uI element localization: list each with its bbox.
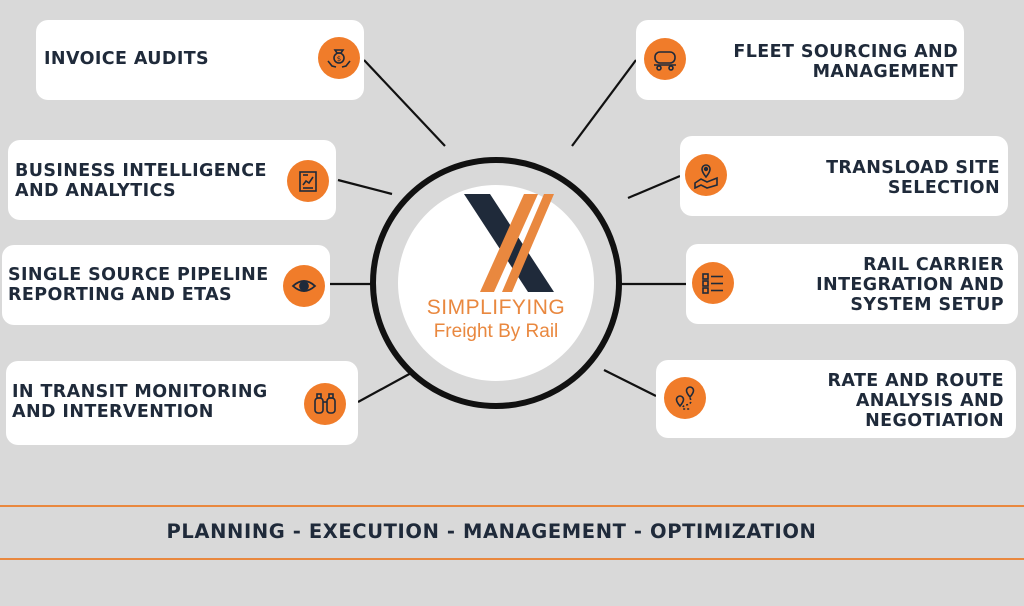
map-pin-icon — [685, 154, 727, 196]
service-label: INVOICE AUDITS — [44, 49, 210, 69]
connector-transload — [627, 174, 681, 200]
footer-top-rule — [0, 505, 1024, 507]
hub-subtitle: Freight By Rail — [433, 321, 559, 342]
service-label: SINGLE SOURCE PIPELINE REPORTING AND ETA… — [8, 265, 269, 305]
checklist-icon — [692, 262, 734, 304]
service-label: TRANSLOAD SITE SELECTION — [826, 158, 1000, 198]
binoculars-icon — [304, 383, 346, 425]
analytics-report-icon — [287, 160, 329, 202]
service-card-rail-carrier: RAIL CARRIER INTEGRATION AND SYSTEM SETU… — [686, 244, 1018, 324]
money-bag-in-hands-icon: $ — [318, 37, 360, 79]
connector-business-intelligence — [337, 178, 393, 196]
connector-rate-route — [603, 369, 657, 397]
service-card-pipeline-reporting: SINGLE SOURCE PIPELINE REPORTING AND ETA… — [2, 245, 330, 325]
footer-tagline: PLANNING - EXECUTION - MANAGEMENT - OPTI… — [166, 520, 817, 543]
service-card-rate-route: RATE AND ROUTE ANALYSIS AND NEGOTIATION — [656, 360, 1016, 438]
service-card-invoice-audits: INVOICE AUDITS $ — [36, 20, 364, 100]
service-label: RATE AND ROUTE ANALYSIS AND NEGOTIATION — [827, 371, 1004, 431]
service-card-fleet-sourcing: FLEET SOURCING AND MANAGEMENT — [636, 20, 964, 100]
connector-fleet-sourcing — [571, 59, 637, 147]
company-logo-x-icon — [464, 194, 554, 292]
footer-bottom-rule — [0, 558, 1024, 560]
connector-invoice-audits — [363, 59, 446, 147]
service-card-transload: TRANSLOAD SITE SELECTION — [680, 136, 1008, 216]
connector-transit-monitoring — [357, 371, 414, 403]
service-card-transit-monitoring: IN TRANSIT MONITORING AND INTERVENTION — [6, 361, 358, 445]
route-icon — [664, 377, 706, 419]
service-label: IN TRANSIT MONITORING AND INTERVENTION — [12, 382, 268, 422]
eye-icon — [283, 265, 325, 307]
service-label: FLEET SOURCING AND MANAGEMENT — [733, 42, 958, 82]
svg-text:$: $ — [337, 55, 341, 63]
tank-railcar-icon — [644, 38, 686, 80]
hub-title: SIMPLIFYING — [426, 296, 566, 319]
service-card-business-intelligence: BUSINESS INTELLIGENCE AND ANALYTICS — [8, 140, 336, 220]
service-label: BUSINESS INTELLIGENCE AND ANALYTICS — [15, 161, 267, 201]
service-label: RAIL CARRIER INTEGRATION AND SYSTEM SETU… — [816, 255, 1004, 315]
